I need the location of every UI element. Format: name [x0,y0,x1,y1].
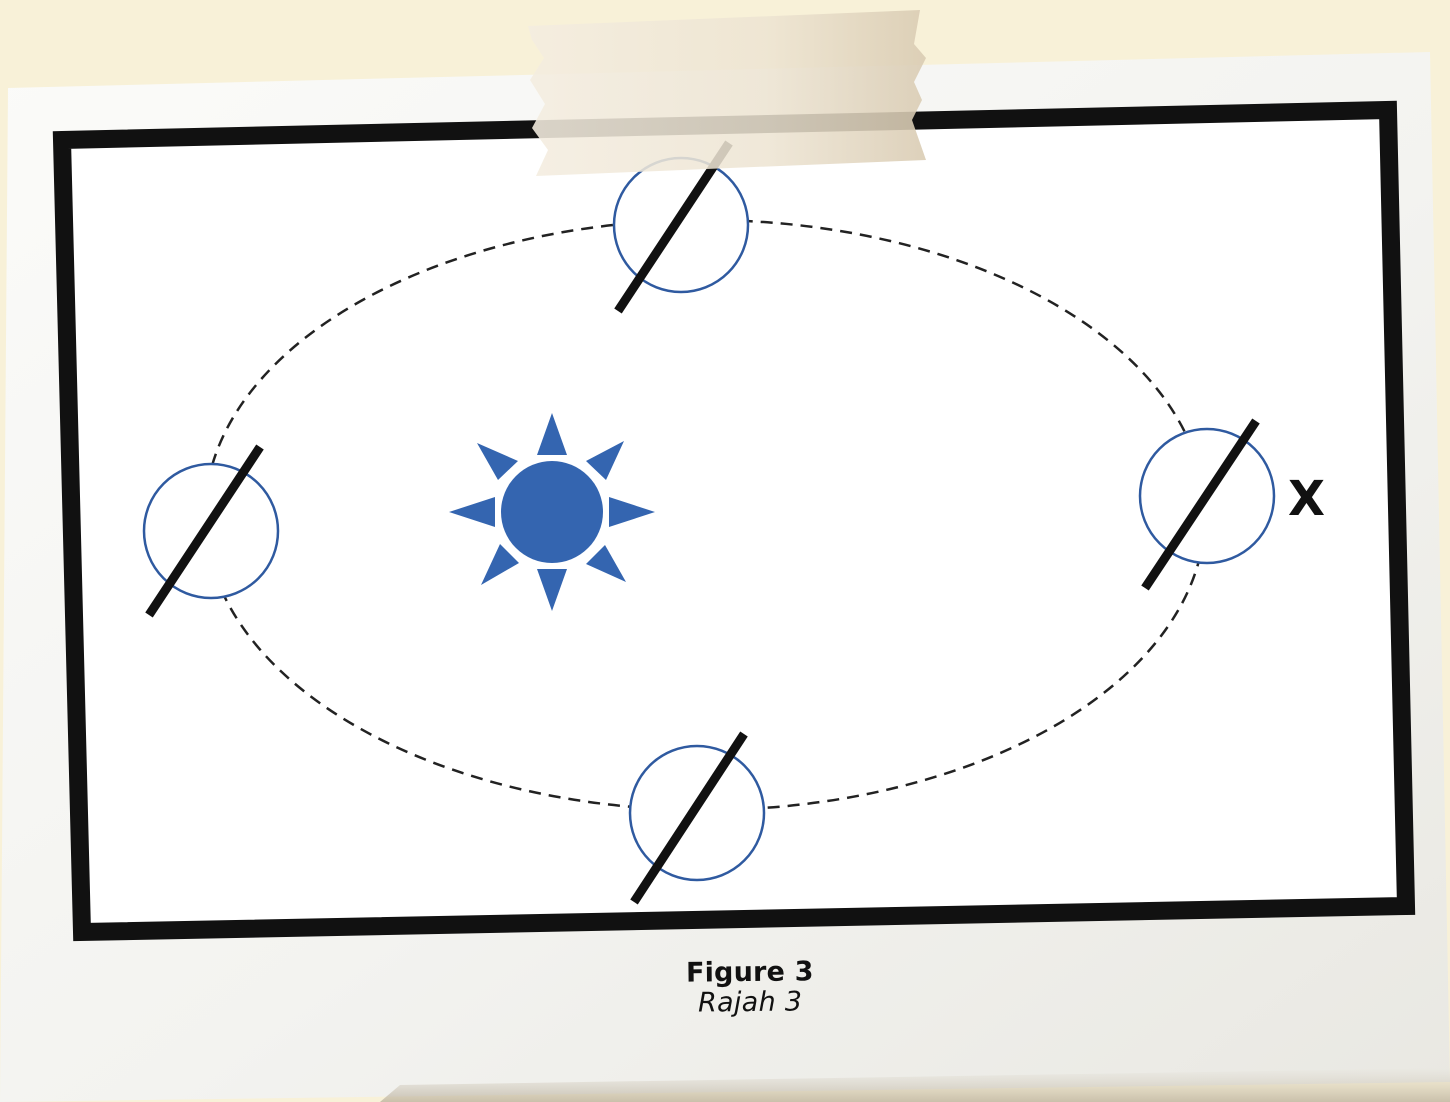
tape-strip [528,10,926,176]
figure-caption: Figure 3 Rajah 3 [600,956,901,1019]
caption-english: Figure 3 [600,956,900,989]
caption-malay: Rajah 3 [600,986,900,1019]
label-x: X [1288,471,1325,527]
